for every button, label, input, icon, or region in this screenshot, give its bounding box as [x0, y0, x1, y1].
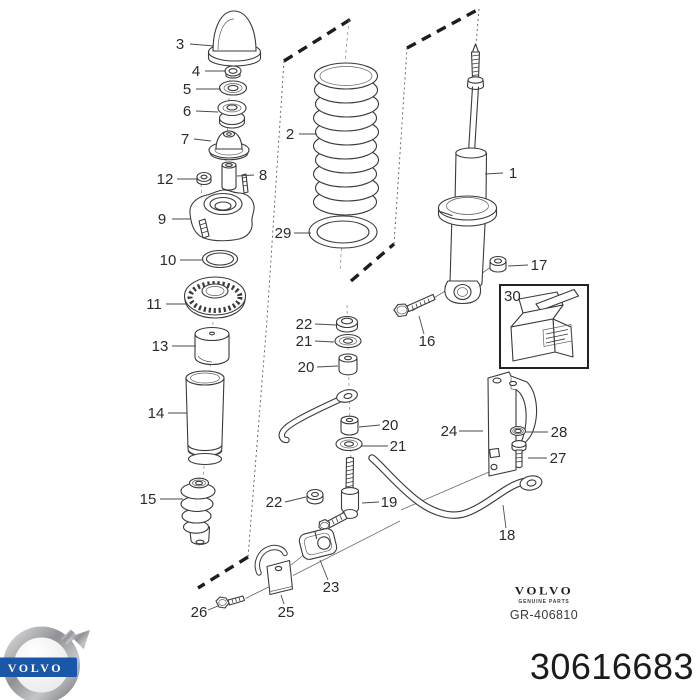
part-20-bushing-upper	[338, 353, 358, 376]
callout-4: 4	[192, 63, 200, 80]
part-24-bracket	[487, 371, 538, 477]
part-4-lock-nut	[224, 65, 242, 79]
callout-30: 30	[504, 288, 521, 305]
part-6-seat-spacer	[217, 99, 247, 129]
callout-20b: 20	[382, 417, 399, 434]
callout-14: 14	[148, 405, 165, 422]
callout-labels: 3 4 5 6 7 12 8 9 10 11 13 14 15 2 29 22 …	[140, 36, 568, 621]
part-16-bolt	[393, 293, 436, 318]
part-8-spacer-sleeve	[221, 161, 237, 191]
callout-17: 17	[531, 257, 548, 274]
part-11-spring-seat-bearing	[183, 276, 247, 319]
callout-1: 1	[509, 165, 517, 182]
callout-10: 10	[160, 252, 177, 269]
part-5-washer	[218, 80, 248, 96]
callout-25: 25	[278, 604, 295, 621]
callout-6: 6	[183, 103, 191, 120]
part-19-stabilizer-link	[318, 456, 360, 532]
part-21-washer-upper	[334, 333, 362, 349]
part-30-service-kit-box	[499, 284, 589, 369]
part-15-progressive-bump-stop	[180, 477, 216, 545]
callout-29: 29	[275, 225, 292, 242]
callout-16: 16	[419, 333, 436, 350]
callout-27: 27	[550, 450, 567, 467]
callout-18: 18	[499, 527, 516, 544]
callout-12: 12	[157, 171, 174, 188]
logo-brand-text: VOLVO	[8, 661, 63, 675]
brand-footer: VOLVO GENUINE PARTS GR-406810	[498, 583, 590, 622]
part-23-stabilizer-bushing	[298, 528, 338, 560]
part-17-nut	[489, 255, 507, 273]
part-2-coil-spring	[312, 62, 380, 216]
volvo-logo: VOLVO	[0, 626, 90, 700]
brand-wordmark: VOLVO	[514, 583, 574, 598]
part-22-nut-lower	[306, 488, 324, 505]
callout-13: 13	[152, 338, 169, 355]
callout-22a: 22	[296, 316, 313, 333]
part-7-upper-mount	[208, 130, 250, 161]
callout-leader-lines	[160, 43, 548, 611]
part-number: 30616683	[529, 646, 694, 687]
part-9-strut-mount	[189, 173, 255, 242]
callout-19: 19	[381, 494, 398, 511]
part-14-dust-cover	[185, 370, 225, 466]
part-22-cap-upper	[335, 315, 359, 333]
callout-11: 11	[146, 296, 162, 313]
callout-24: 24	[441, 423, 458, 440]
part-26-bolt	[215, 595, 246, 609]
catalog-reference: GR-406810	[509, 608, 579, 622]
callout-9: 9	[158, 211, 166, 228]
callout-15: 15	[140, 491, 157, 508]
callout-20a: 20	[298, 359, 315, 376]
part-18-stabilizer-bar	[278, 389, 543, 519]
callout-3: 3	[176, 36, 184, 53]
callout-21b: 21	[390, 438, 407, 455]
logo-banner: VOLVO	[0, 657, 77, 677]
part-10-o-ring	[201, 249, 239, 269]
callout-7: 7	[181, 131, 189, 148]
callout-23: 23	[323, 579, 340, 596]
callout-5: 5	[183, 81, 191, 98]
part-1-shock-absorber	[437, 43, 498, 305]
brand-tagline: GENUINE PARTS	[518, 599, 570, 605]
part-20-bushing-lower	[340, 415, 359, 436]
part-12-flange-nut	[196, 171, 212, 186]
part-25-clamp-bracket	[254, 544, 294, 596]
callout-8: 8	[259, 167, 267, 184]
callout-2: 2	[286, 126, 294, 143]
callout-28: 28	[551, 424, 568, 441]
part-13-bump-stop	[194, 326, 230, 366]
callout-21a: 21	[296, 333, 313, 350]
callout-26: 26	[191, 604, 208, 621]
section-boundary-lines	[197, 7, 480, 590]
part-21-washer-lower	[335, 436, 363, 452]
part-28-washer	[509, 425, 527, 437]
callout-22b: 22	[266, 494, 283, 511]
part-3-bump-stop-cap	[207, 10, 262, 67]
part-27-bolt	[511, 440, 527, 469]
part-29-spring-seat-ring	[308, 215, 378, 249]
